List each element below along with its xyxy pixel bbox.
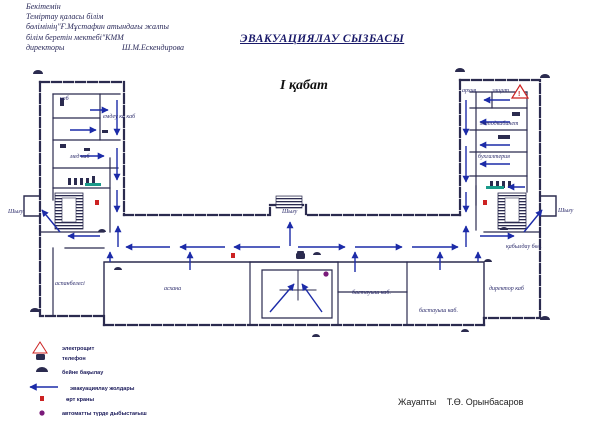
stairs-right xyxy=(497,192,527,230)
evacuation-routes xyxy=(41,96,543,313)
legend-alarm: автоматты түрде дыбыстағыш xyxy=(39,410,147,417)
approval-line: Бекітемін xyxy=(26,2,61,11)
camera-icon xyxy=(540,316,550,320)
room-label: каб xyxy=(60,95,70,102)
camera-icon xyxy=(461,329,469,332)
video-cameras xyxy=(30,68,550,337)
floor-title: І қабат xyxy=(280,78,328,93)
room-label: аспанбелесі xyxy=(55,280,85,287)
room-label: Шығу xyxy=(557,208,574,214)
telephone-icon xyxy=(296,251,305,259)
responsible-name: Т.Ө. Орынбасаров xyxy=(446,397,524,407)
camera-icon xyxy=(98,229,106,232)
fire-hydrant-icon xyxy=(231,253,235,258)
legend-fire-hydrant: өрт краны xyxy=(40,396,94,403)
legend-video: бейне бақылау xyxy=(36,367,104,376)
room-label: методкабинет xyxy=(479,120,519,127)
room-label: қабылдау бөл. xyxy=(506,243,542,250)
camera-icon xyxy=(313,252,321,255)
svg-text:телефон: телефон xyxy=(62,355,86,362)
stairs-center xyxy=(275,195,303,209)
responsible-label: Жауапты xyxy=(398,397,437,407)
stairs-left xyxy=(54,192,84,230)
legend-telephone: телефон xyxy=(36,354,86,362)
room-label: бастауыш каб. xyxy=(352,289,391,296)
room-label: емдеу ка каб xyxy=(103,113,136,120)
camera-icon xyxy=(33,70,43,74)
room-label: архив xyxy=(462,88,477,94)
camera-icon xyxy=(114,267,122,270)
room-label: бастауыш каб. xyxy=(419,307,458,314)
room-label: директор каб xyxy=(489,285,525,292)
approval-line: білім беретін мектебі"КММ xyxy=(26,32,124,42)
alarm-icon xyxy=(323,271,329,277)
camera-icon xyxy=(455,68,465,72)
approval-line: Теміртау қаласы білім xyxy=(26,12,104,22)
camera-icon xyxy=(540,74,550,78)
svg-text:автоматты түрде дыбыстағыш: автоматты түрде дыбыстағыш xyxy=(62,410,147,417)
room-label: Шығу xyxy=(281,209,298,215)
plan-title: ЭВАКУАЦИЯЛАУ СЫЗБАСЫ xyxy=(240,33,405,45)
camera-icon xyxy=(312,334,320,337)
benches xyxy=(85,183,504,189)
approval-signature-name: Ш.М.Ескендирова xyxy=(122,42,184,52)
svg-text:электрощит: электрощит xyxy=(62,346,95,352)
fire-hydrant-icon xyxy=(95,200,99,205)
svg-text:өрт краны: өрт краны xyxy=(66,397,94,403)
approval-position: директоры xyxy=(26,42,65,52)
approval-block: Бекітемін Теміртау қаласы білім бөліміні… xyxy=(26,2,226,53)
legend: электрощит телефон бейне бақылау эвакуац… xyxy=(29,341,147,417)
electric-panel-icon: ! xyxy=(510,83,530,99)
responsible-person: Жауапты Т.Ө. Орынбасаров xyxy=(398,397,523,407)
legend-electric-panel: электрощит xyxy=(32,341,95,354)
building-walls xyxy=(23,78,557,327)
fire-hydrants xyxy=(95,200,487,258)
camera-icon xyxy=(500,227,508,230)
room-label: Шығу xyxy=(7,209,24,215)
approval-line: директоры Ш.М.Ескендирова xyxy=(26,43,184,53)
svg-text:эвакуациялау жолдары: эвакуациялау жолдары xyxy=(70,386,135,392)
room-label: элщит xyxy=(492,88,510,94)
room-label: асхана xyxy=(164,286,181,292)
svg-text:бейне бақылау: бейне бақылау xyxy=(62,369,104,376)
approval-line: бөлімінің"Ғ.Мұстафин атындағы жалпы xyxy=(26,22,169,32)
camera-icon xyxy=(30,308,40,312)
furniture-left xyxy=(60,98,108,185)
camera-icon xyxy=(484,259,492,262)
legend-evac-route: эвакуациялау жолдары xyxy=(29,383,135,392)
room-label: мед каб xyxy=(69,153,91,160)
svg-text:!: ! xyxy=(518,91,520,98)
room-label: бухгалтерия xyxy=(478,153,510,160)
fire-hydrant-icon xyxy=(483,200,487,205)
